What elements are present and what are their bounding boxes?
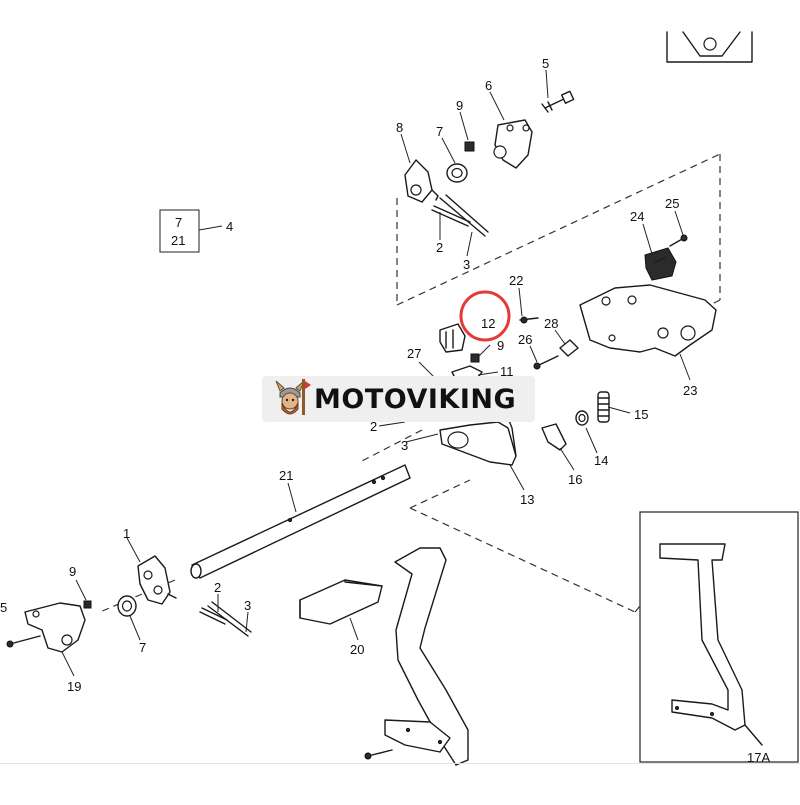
leader-lines (61, 69, 691, 677)
callout-24: 24 (630, 209, 644, 224)
part-14-nut (575, 410, 589, 426)
pedal-arm (384, 547, 469, 766)
part-8-arm (404, 159, 439, 203)
part-5-bolt-top (541, 90, 575, 113)
callout-28: 28 (544, 316, 558, 331)
part-9-nut-low (83, 600, 92, 609)
callout-4: 4 (226, 219, 233, 234)
callout-15: 15 (634, 407, 648, 422)
part-24-switch (644, 247, 677, 281)
part-9-nut-top (464, 141, 475, 152)
callout-19: 19 (67, 679, 81, 694)
callout-13: 13 (520, 492, 534, 507)
callout-12: 12 (481, 316, 495, 331)
part-13-bracket (439, 417, 517, 466)
highlight-circle-12 (459, 290, 511, 342)
callout-17a: 17A (747, 750, 770, 765)
callout-2-low: 2 (214, 580, 221, 595)
callout-9-left: 9 (69, 564, 76, 579)
callout-2-mid: 2 (370, 419, 377, 434)
callout-22: 22 (509, 273, 523, 288)
inset-top-right (666, 31, 753, 63)
part-3-pin-top (439, 194, 489, 237)
callout-11: 11 (500, 364, 514, 379)
dashed-boundary-lower (409, 479, 641, 613)
bolt-bottom (367, 749, 393, 757)
part-25-head (680, 234, 688, 242)
bolt-bottom-head (364, 752, 372, 760)
bottom-divider (0, 763, 800, 764)
reference-box (159, 209, 223, 253)
callout-7-low: 7 (139, 640, 146, 655)
callout-box-21: 21 (171, 233, 185, 248)
callout-1: 1 (123, 526, 130, 541)
callout-9-mid: 9 (497, 338, 504, 353)
callout-23: 23 (683, 383, 697, 398)
part-6-plate (493, 119, 533, 169)
callout-labels: 5 6 9 8 7 7 21 4 2 3 24 25 22 12 28 26 9… (0, 56, 770, 765)
callout-7-top: 7 (436, 124, 443, 139)
callout-20: 20 (350, 642, 364, 657)
callout-14: 14 (594, 453, 608, 468)
part-23-bracket (579, 284, 717, 357)
callout-6: 6 (485, 78, 492, 93)
callout-9-top: 9 (456, 98, 463, 113)
callout-3-top: 3 (463, 257, 470, 272)
dashed-boundary-upper (396, 153, 721, 331)
callout-2-top: 2 (436, 240, 443, 255)
part-26-screw (536, 355, 559, 367)
part-26-head (533, 362, 541, 370)
watermark-text: MOTOVIKING (314, 383, 517, 415)
part-20-pedal-pad (299, 579, 383, 625)
part-16-clip (541, 423, 567, 451)
part-1-arm (137, 555, 177, 605)
callout-26: 26 (518, 332, 532, 347)
part-2-pin-low (199, 607, 228, 625)
part-19-plate (24, 602, 86, 653)
callout-21: 21 (279, 468, 293, 483)
part-15-spring (597, 391, 610, 423)
part-7-bushing-low (117, 595, 137, 617)
callout-3-mid: 3 (401, 438, 408, 453)
part-22-head (520, 316, 528, 324)
part-5-left-head (6, 640, 14, 648)
inset-17a (639, 511, 799, 763)
part-5-bolt-left (9, 635, 41, 645)
callout-3-low: 3 (244, 598, 251, 613)
callout-25: 25 (665, 196, 679, 211)
part-7-bushing-top (446, 163, 468, 183)
part-2-pin-top (431, 205, 471, 227)
part-28-clip (559, 339, 579, 357)
part-21-shaft (190, 464, 411, 579)
callout-16: 16 (568, 472, 582, 487)
callout-5-left: 5 (0, 600, 7, 615)
part-12-sensor (439, 323, 466, 353)
watermark-banner: MOTOVIKING (262, 376, 535, 422)
part-9-nut-mid (470, 353, 480, 363)
viking-mascot-icon (275, 379, 311, 415)
callout-27: 27 (407, 346, 421, 361)
callout-8: 8 (396, 120, 403, 135)
callout-box-7: 7 (175, 215, 182, 230)
callout-5-top: 5 (542, 56, 549, 71)
